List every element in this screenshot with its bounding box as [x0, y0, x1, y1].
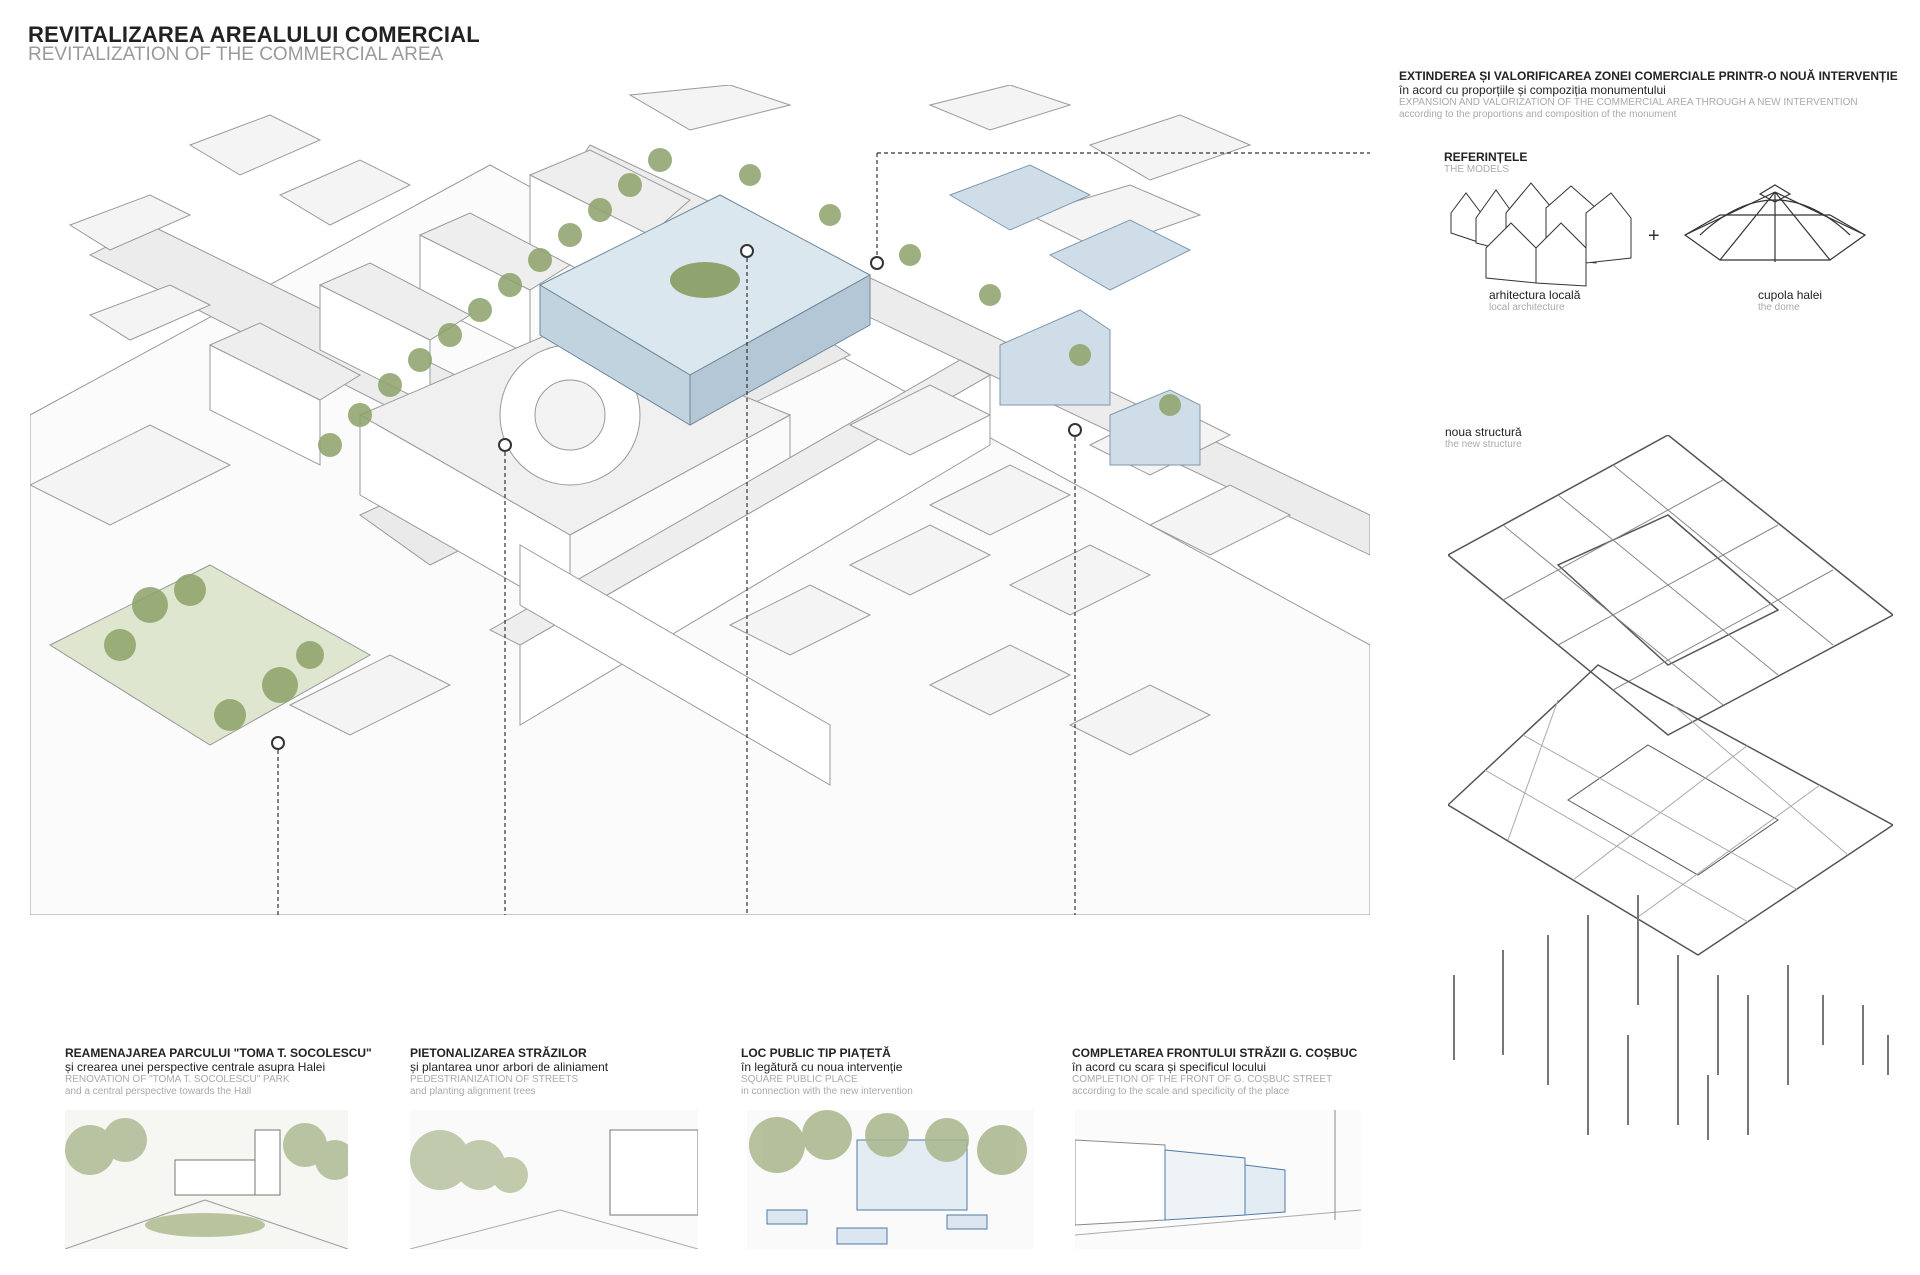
- model-sublabel: local architecture: [1489, 302, 1565, 313]
- site-axonometric-map: [30, 85, 1370, 915]
- dome-drawing: [1680, 180, 1870, 280]
- caption-en2: according to the scale and specificity o…: [1072, 1086, 1290, 1097]
- page-title: REVITALIZAREA AREALULUI COMERCIAL: [28, 22, 480, 47]
- page-subtitle: REVITALIZATION OF THE COMMERCIAL AREA: [28, 44, 444, 65]
- caption-line2: în acord cu scara și specificul locului: [1072, 1060, 1267, 1074]
- local-architecture-drawing: [1446, 178, 1636, 288]
- caption-line2: și plantarea unor arbori de aliniament: [410, 1060, 609, 1074]
- model-label: cupola halei: [1758, 288, 1823, 302]
- caption-en2: in connection with the new intervention: [741, 1086, 913, 1097]
- exploded-structure-drawing: [1448, 435, 1893, 1145]
- models-subtitle: THE MODELS: [1444, 164, 1510, 175]
- caption-line2: și crearea unei perspective centrale asu…: [65, 1060, 326, 1074]
- caption-title: COMPLETAREA FRONTULUI STRĂZII G. COȘBUC: [1072, 1046, 1358, 1060]
- models-title: REFERINȚELE: [1444, 150, 1528, 164]
- structure-heading: noua structură the new structure: [1445, 425, 1522, 451]
- caption-title: PIETONALIZAREA STRĂZILOR: [410, 1046, 587, 1060]
- model-dome: cupola halei the dome: [1758, 288, 1822, 314]
- caption-park: REAMENAJAREA PARCULUI "TOMA T. SOCOLESCU…: [65, 1046, 372, 1098]
- plus-sign: +: [1648, 225, 1660, 247]
- new-glass-structure: [538, 194, 872, 426]
- caption-en2: and planting alignment trees: [410, 1086, 536, 1097]
- structure-subtitle: the new structure: [1445, 439, 1522, 450]
- caption-public-square: LOC PUBLIC TIP PIAȚETĂ în legătură cu no…: [741, 1046, 913, 1098]
- caption-en2: and a central perspective towards the Ha…: [65, 1086, 252, 1097]
- caption-title: REAMENAJAREA PARCULUI "TOMA T. SOCOLESCU…: [65, 1046, 372, 1060]
- caption-street-front: COMPLETAREA FRONTULUI STRĂZII G. COȘBUC …: [1072, 1046, 1357, 1098]
- caption-title: LOC PUBLIC TIP PIAȚETĂ: [741, 1046, 891, 1060]
- pedestrian-street-image: [410, 1110, 698, 1249]
- caption-en: COMPLETION OF THE FRONT OF G. COȘBUC STR…: [1072, 1074, 1333, 1085]
- caption-en: RENOVATION OF "TOMA T. SOCOLESCU" PARK: [65, 1074, 290, 1085]
- park-perspective-image: [65, 1110, 348, 1249]
- intervention-title-en-line2: according to the proportions and composi…: [1399, 109, 1677, 120]
- intervention-title-line2: în acord cu proporțiile și compoziția mo…: [1399, 83, 1666, 97]
- models-heading: REFERINȚELE THE MODELS: [1444, 150, 1527, 176]
- model-sublabel: the dome: [1758, 302, 1800, 313]
- model-local-architecture: arhitectura locală local architecture: [1489, 288, 1580, 314]
- intervention-title-en: EXPANSION AND VALORIZATION OF THE COMMER…: [1399, 97, 1858, 108]
- caption-pedestrian-streets: PIETONALIZAREA STRĂZILOR și plantarea un…: [410, 1046, 608, 1098]
- model-label: arhitectura locală: [1489, 288, 1581, 302]
- caption-en: PEDESTRIANIZATION OF STREETS: [410, 1074, 579, 1085]
- intervention-heading: EXTINDEREA ȘI VALORIFICAREA ZONEI COMERC…: [1399, 69, 1899, 121]
- structure-title: noua structură: [1445, 425, 1522, 439]
- caption-en: SQUARE PUBLIC PLACE: [741, 1074, 858, 1085]
- public-square-image: [747, 1110, 1034, 1249]
- street-front-image: [1075, 1110, 1361, 1249]
- caption-line2: în legătură cu noua intervenție: [741, 1060, 903, 1074]
- intervention-title: EXTINDEREA ȘI VALORIFICAREA ZONEI COMERC…: [1399, 69, 1898, 83]
